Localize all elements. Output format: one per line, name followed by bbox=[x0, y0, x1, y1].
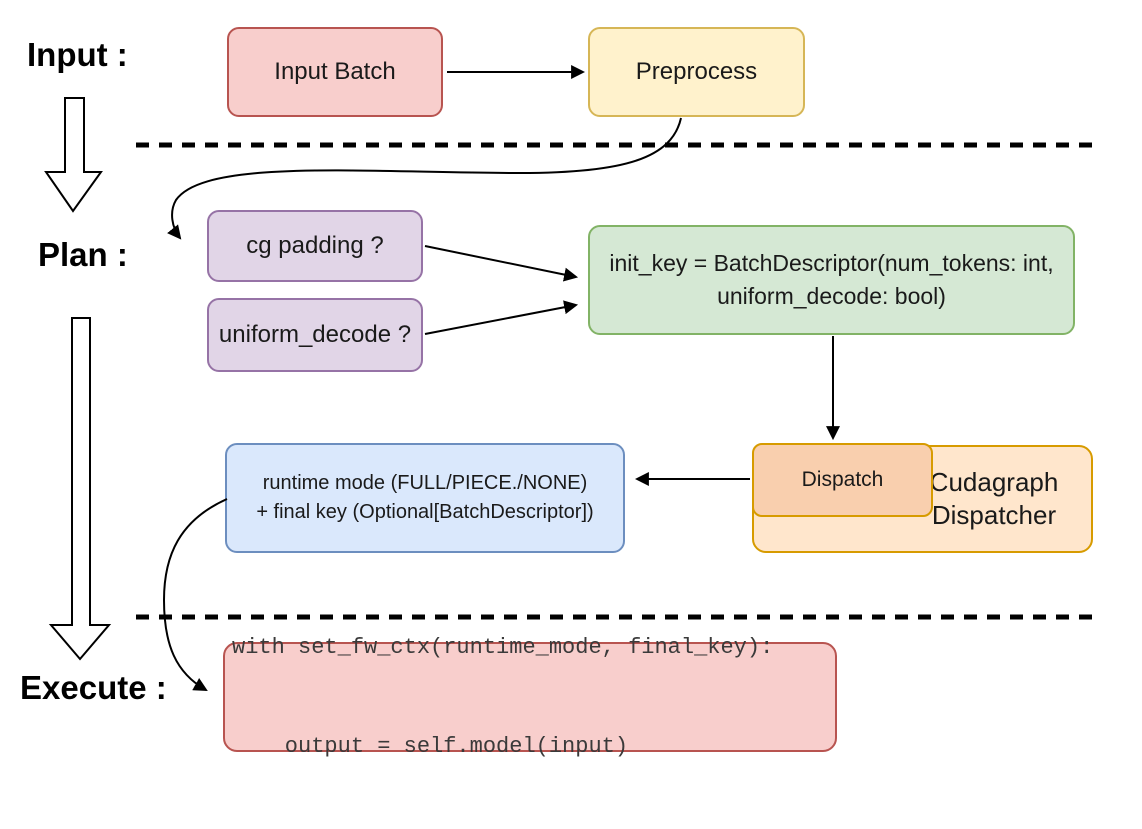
uniform-decode-node: uniform_decode ? bbox=[207, 298, 423, 372]
preprocess-node: Preprocess bbox=[588, 27, 805, 117]
stage-label-execute: Execute : bbox=[20, 669, 167, 706]
input-stage-arrow-icon bbox=[44, 97, 103, 213]
arrow-cgpadding-to-initkey bbox=[424, 245, 579, 282]
runtime-mode-line2: + final key (Optional[BatchDescriptor]) bbox=[256, 501, 594, 523]
diagram-canvas: { "title": "Cudagraph dispatch pipeline … bbox=[20, 27, 1100, 759]
init-key-line2: uniform_decode: bool) bbox=[717, 283, 946, 309]
runtime-mode-node: runtime mode (FULL/PIECE./NONE) + final … bbox=[225, 443, 625, 553]
plan-stage-arrow-icon bbox=[48, 317, 112, 661]
stage-label-input: Input : bbox=[27, 36, 128, 73]
stage-label-plan: Plan : bbox=[38, 236, 128, 273]
runtime-mode-line1: runtime mode (FULL/PIECE./NONE) bbox=[262, 472, 588, 494]
init-key-node: init_key = BatchDescriptor(num_tokens: i… bbox=[588, 225, 1075, 335]
arrow-uniformdecode-to-initkey bbox=[424, 300, 579, 335]
cudagraph-dispatcher-label: Cudagraph Dispatcher bbox=[929, 467, 1059, 530]
dispatch-label: Dispatch bbox=[801, 468, 884, 491]
cg-padding-node: cg padding ? bbox=[207, 210, 423, 282]
arrow-runtimemode-to-executecode bbox=[162, 498, 228, 692]
input-batch-node: Input Batch bbox=[227, 27, 443, 117]
execute-code-line2: output = self.model(input) bbox=[232, 734, 629, 759]
preprocess-label: Preprocess bbox=[635, 58, 758, 85]
init-key-line1: init_key = BatchDescriptor(num_tokens: i… bbox=[609, 250, 1054, 276]
execute-code-line1: with set_fw_ctx(runtime_mode, final_key)… bbox=[232, 635, 774, 660]
input-batch-label: Input Batch bbox=[274, 58, 396, 85]
uniform-decode-label: uniform_decode ? bbox=[218, 321, 412, 348]
execute-code-node: with set_fw_ctx(runtime_mode, final_key)… bbox=[223, 635, 837, 759]
cg-padding-label: cg padding ? bbox=[246, 232, 384, 259]
dispatch-node: Dispatch bbox=[752, 443, 933, 517]
